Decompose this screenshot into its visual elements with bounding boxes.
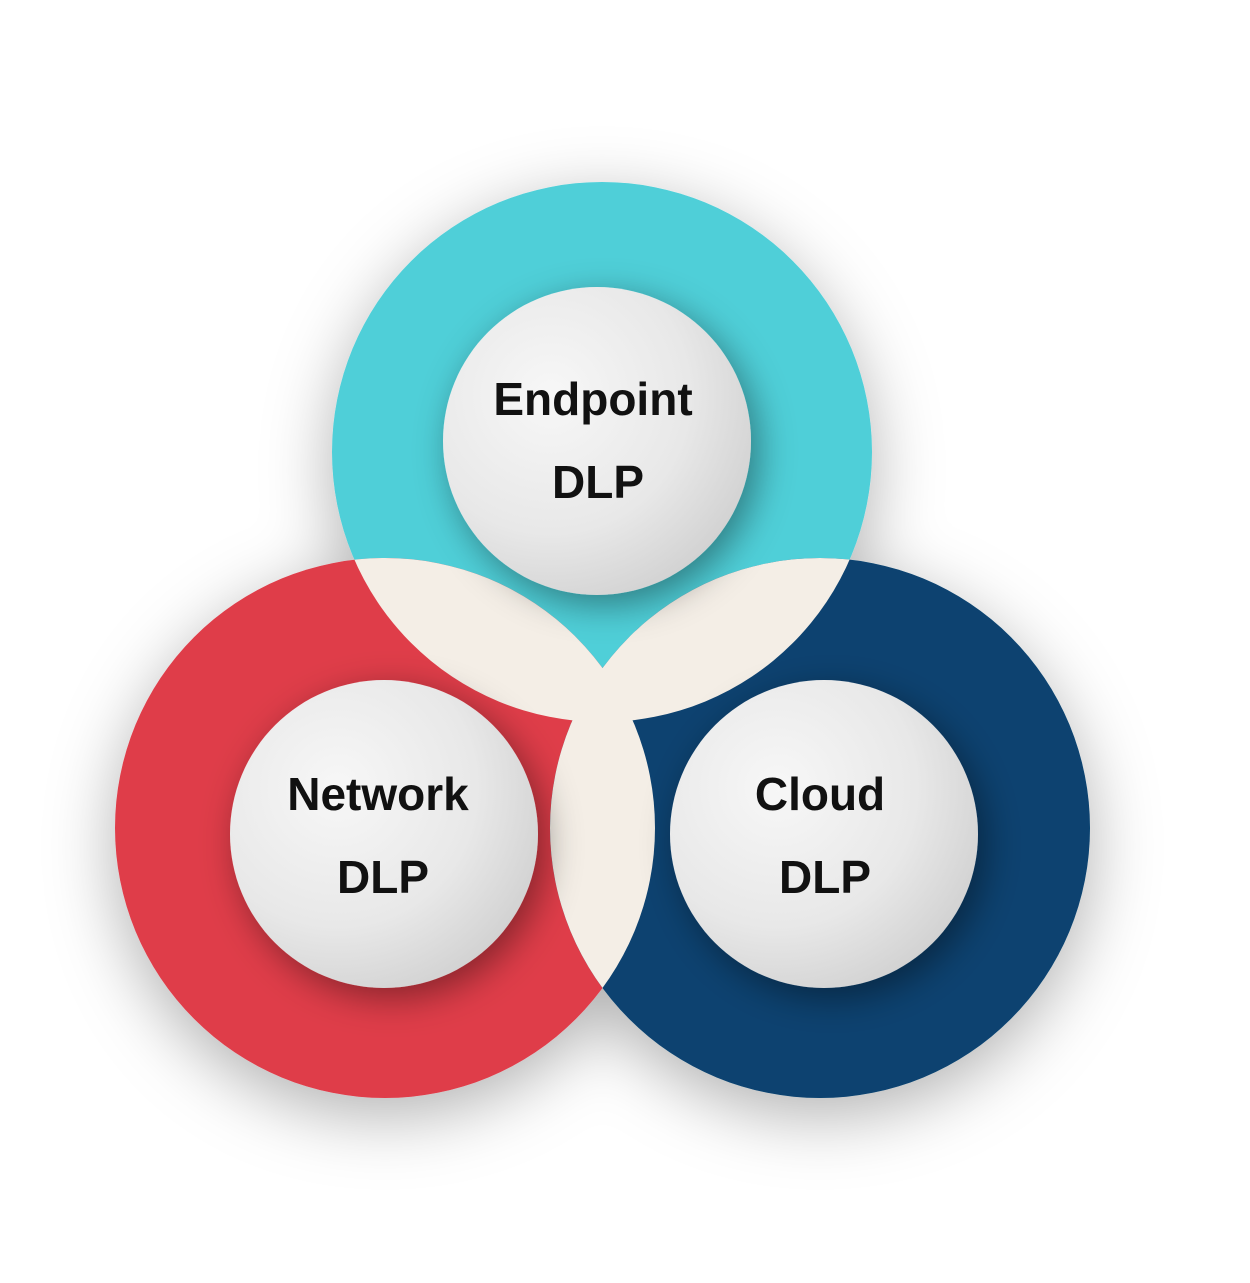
cloud-inner-disc <box>670 680 978 988</box>
network-label: Network DLP <box>287 768 469 903</box>
overlap-endpoint-cloud <box>550 558 872 722</box>
cloud-label-line2: DLP <box>779 851 871 903</box>
endpoint-label: Endpoint DLP <box>493 373 692 508</box>
endpoint-inner-disc <box>443 287 751 595</box>
network-label-line1: Network <box>287 768 469 820</box>
network-inner-disc <box>230 680 538 988</box>
cloud-label: Cloud DLP <box>755 768 885 903</box>
endpoint-label-line1: Endpoint <box>493 373 692 425</box>
cloud-label-line1: Cloud <box>755 768 885 820</box>
overlap-regions <box>332 558 872 1098</box>
network-label-line2: DLP <box>337 851 429 903</box>
overlap-endpoint-network <box>332 558 655 722</box>
endpoint-label-line2: DLP <box>552 456 644 508</box>
